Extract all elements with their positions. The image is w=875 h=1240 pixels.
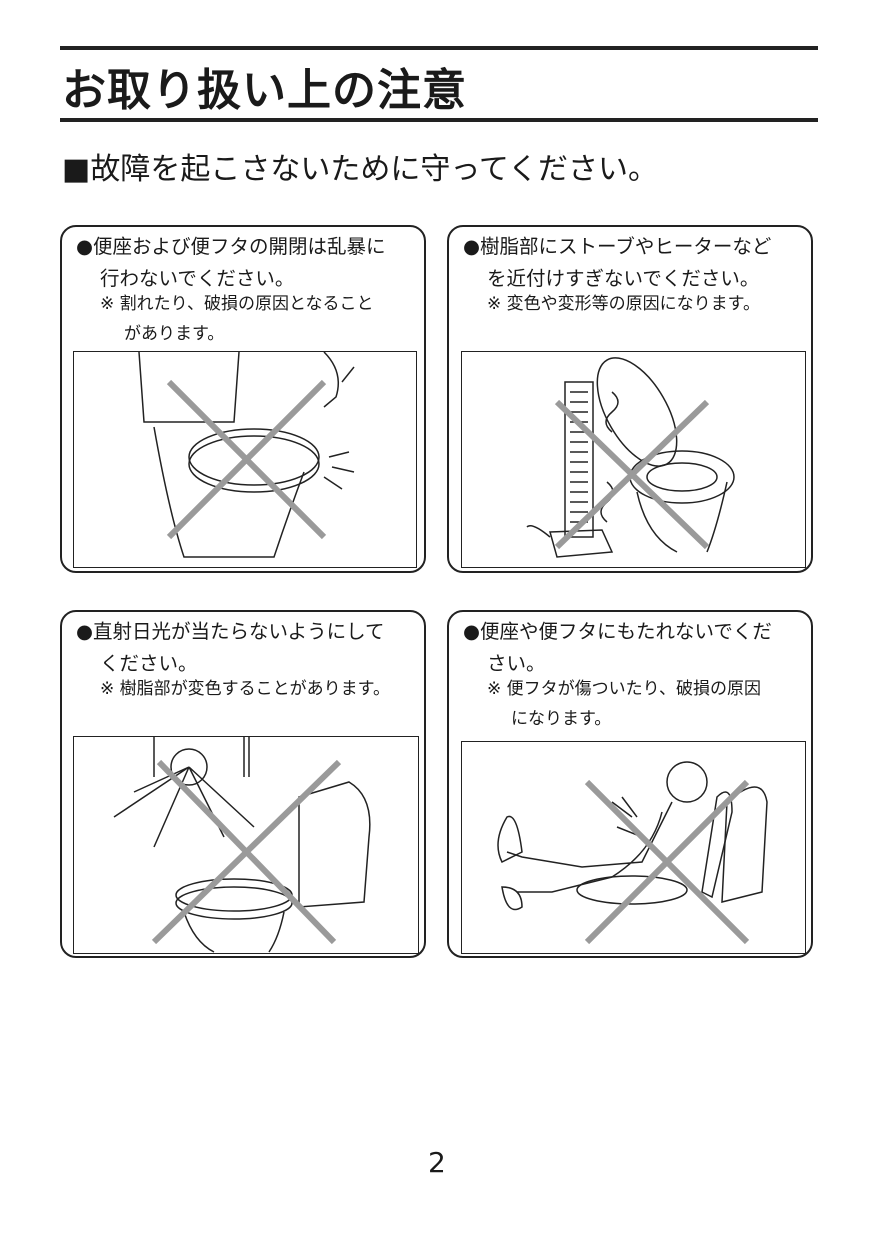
note-line: ※ 便フタが傷ついたり、破損の原因 bbox=[487, 679, 761, 699]
note-line: ※ 樹脂部が変色することがあります。 bbox=[100, 679, 390, 699]
sunlight-drawing bbox=[113, 737, 371, 953]
caution-line: ●直射日光が当たらないようにして bbox=[76, 620, 385, 643]
caution-line: ●便座および便フタの開閉は乱暴に bbox=[76, 235, 386, 258]
caution-text: ●樹脂部にストーブやヒーターなど を近付けすぎないでください。 bbox=[463, 231, 771, 295]
note-line: ※ 変色や変形等の原因になります。 bbox=[487, 294, 760, 314]
note-line: があります。 bbox=[124, 324, 225, 344]
leaning-drawing bbox=[497, 761, 768, 945]
title-underline bbox=[60, 118, 818, 122]
caution-line: ください。 bbox=[100, 652, 198, 675]
caution-text: ●便座や便フタにもたれないでくだ さい。 bbox=[463, 616, 772, 680]
caution-line: ●樹脂部にストーブやヒーターなど bbox=[463, 235, 772, 258]
caution-note: ※ 便フタが傷ついたり、破損の原因 になります。 bbox=[487, 674, 761, 734]
caution-panel-heater: ●樹脂部にストーブやヒーターなど を近付けすぎないでください。 ※ 変色や変形等… bbox=[447, 225, 813, 573]
caution-text: ●便座および便フタの開閉は乱暴に 行わないでください。 bbox=[76, 231, 386, 295]
illustration-heater bbox=[461, 351, 806, 568]
heater-drawing bbox=[526, 357, 735, 558]
caution-line: 行わないでください。 bbox=[100, 267, 295, 290]
illustration-leaning bbox=[461, 741, 806, 954]
caution-panel-leaning: ●便座や便フタにもたれないでくだ さい。 ※ 便フタが傷ついたり、破損の原因 に… bbox=[447, 610, 813, 958]
note-line: になります。 bbox=[511, 709, 612, 729]
page-number: 2 bbox=[428, 1146, 446, 1179]
caution-line: を近付けすぎないでください。 bbox=[487, 267, 760, 290]
caution-note: ※ 割れたり、破損の原因となること があります。 bbox=[100, 289, 373, 349]
caution-text: ●直射日光が当たらないようにして ください。 bbox=[76, 616, 385, 680]
illustration-toilet-slam bbox=[73, 351, 417, 568]
caution-line: ●便座や便フタにもたれないでくだ bbox=[463, 620, 772, 643]
caution-note: ※ 樹脂部が変色することがあります。 bbox=[100, 674, 390, 704]
section-heading: ■故障を起こさないために守ってください。 bbox=[62, 152, 658, 187]
top-rule bbox=[60, 46, 818, 50]
caution-line: さい。 bbox=[487, 652, 546, 675]
toilet-slam-drawing bbox=[138, 352, 355, 558]
caution-panel-slamming: ●便座および便フタの開閉は乱暴に 行わないでください。 ※ 割れたり、破損の原因… bbox=[60, 225, 426, 573]
illustration-sunlight bbox=[73, 736, 419, 954]
caution-panel-sunlight: ●直射日光が当たらないようにして ください。 ※ 樹脂部が変色することがあります… bbox=[60, 610, 426, 958]
page-title: お取り扱い上の注意 bbox=[62, 65, 467, 116]
note-line: ※ 割れたり、破損の原因となること bbox=[100, 294, 374, 314]
caution-note: ※ 変色や変形等の原因になります。 bbox=[487, 289, 760, 319]
